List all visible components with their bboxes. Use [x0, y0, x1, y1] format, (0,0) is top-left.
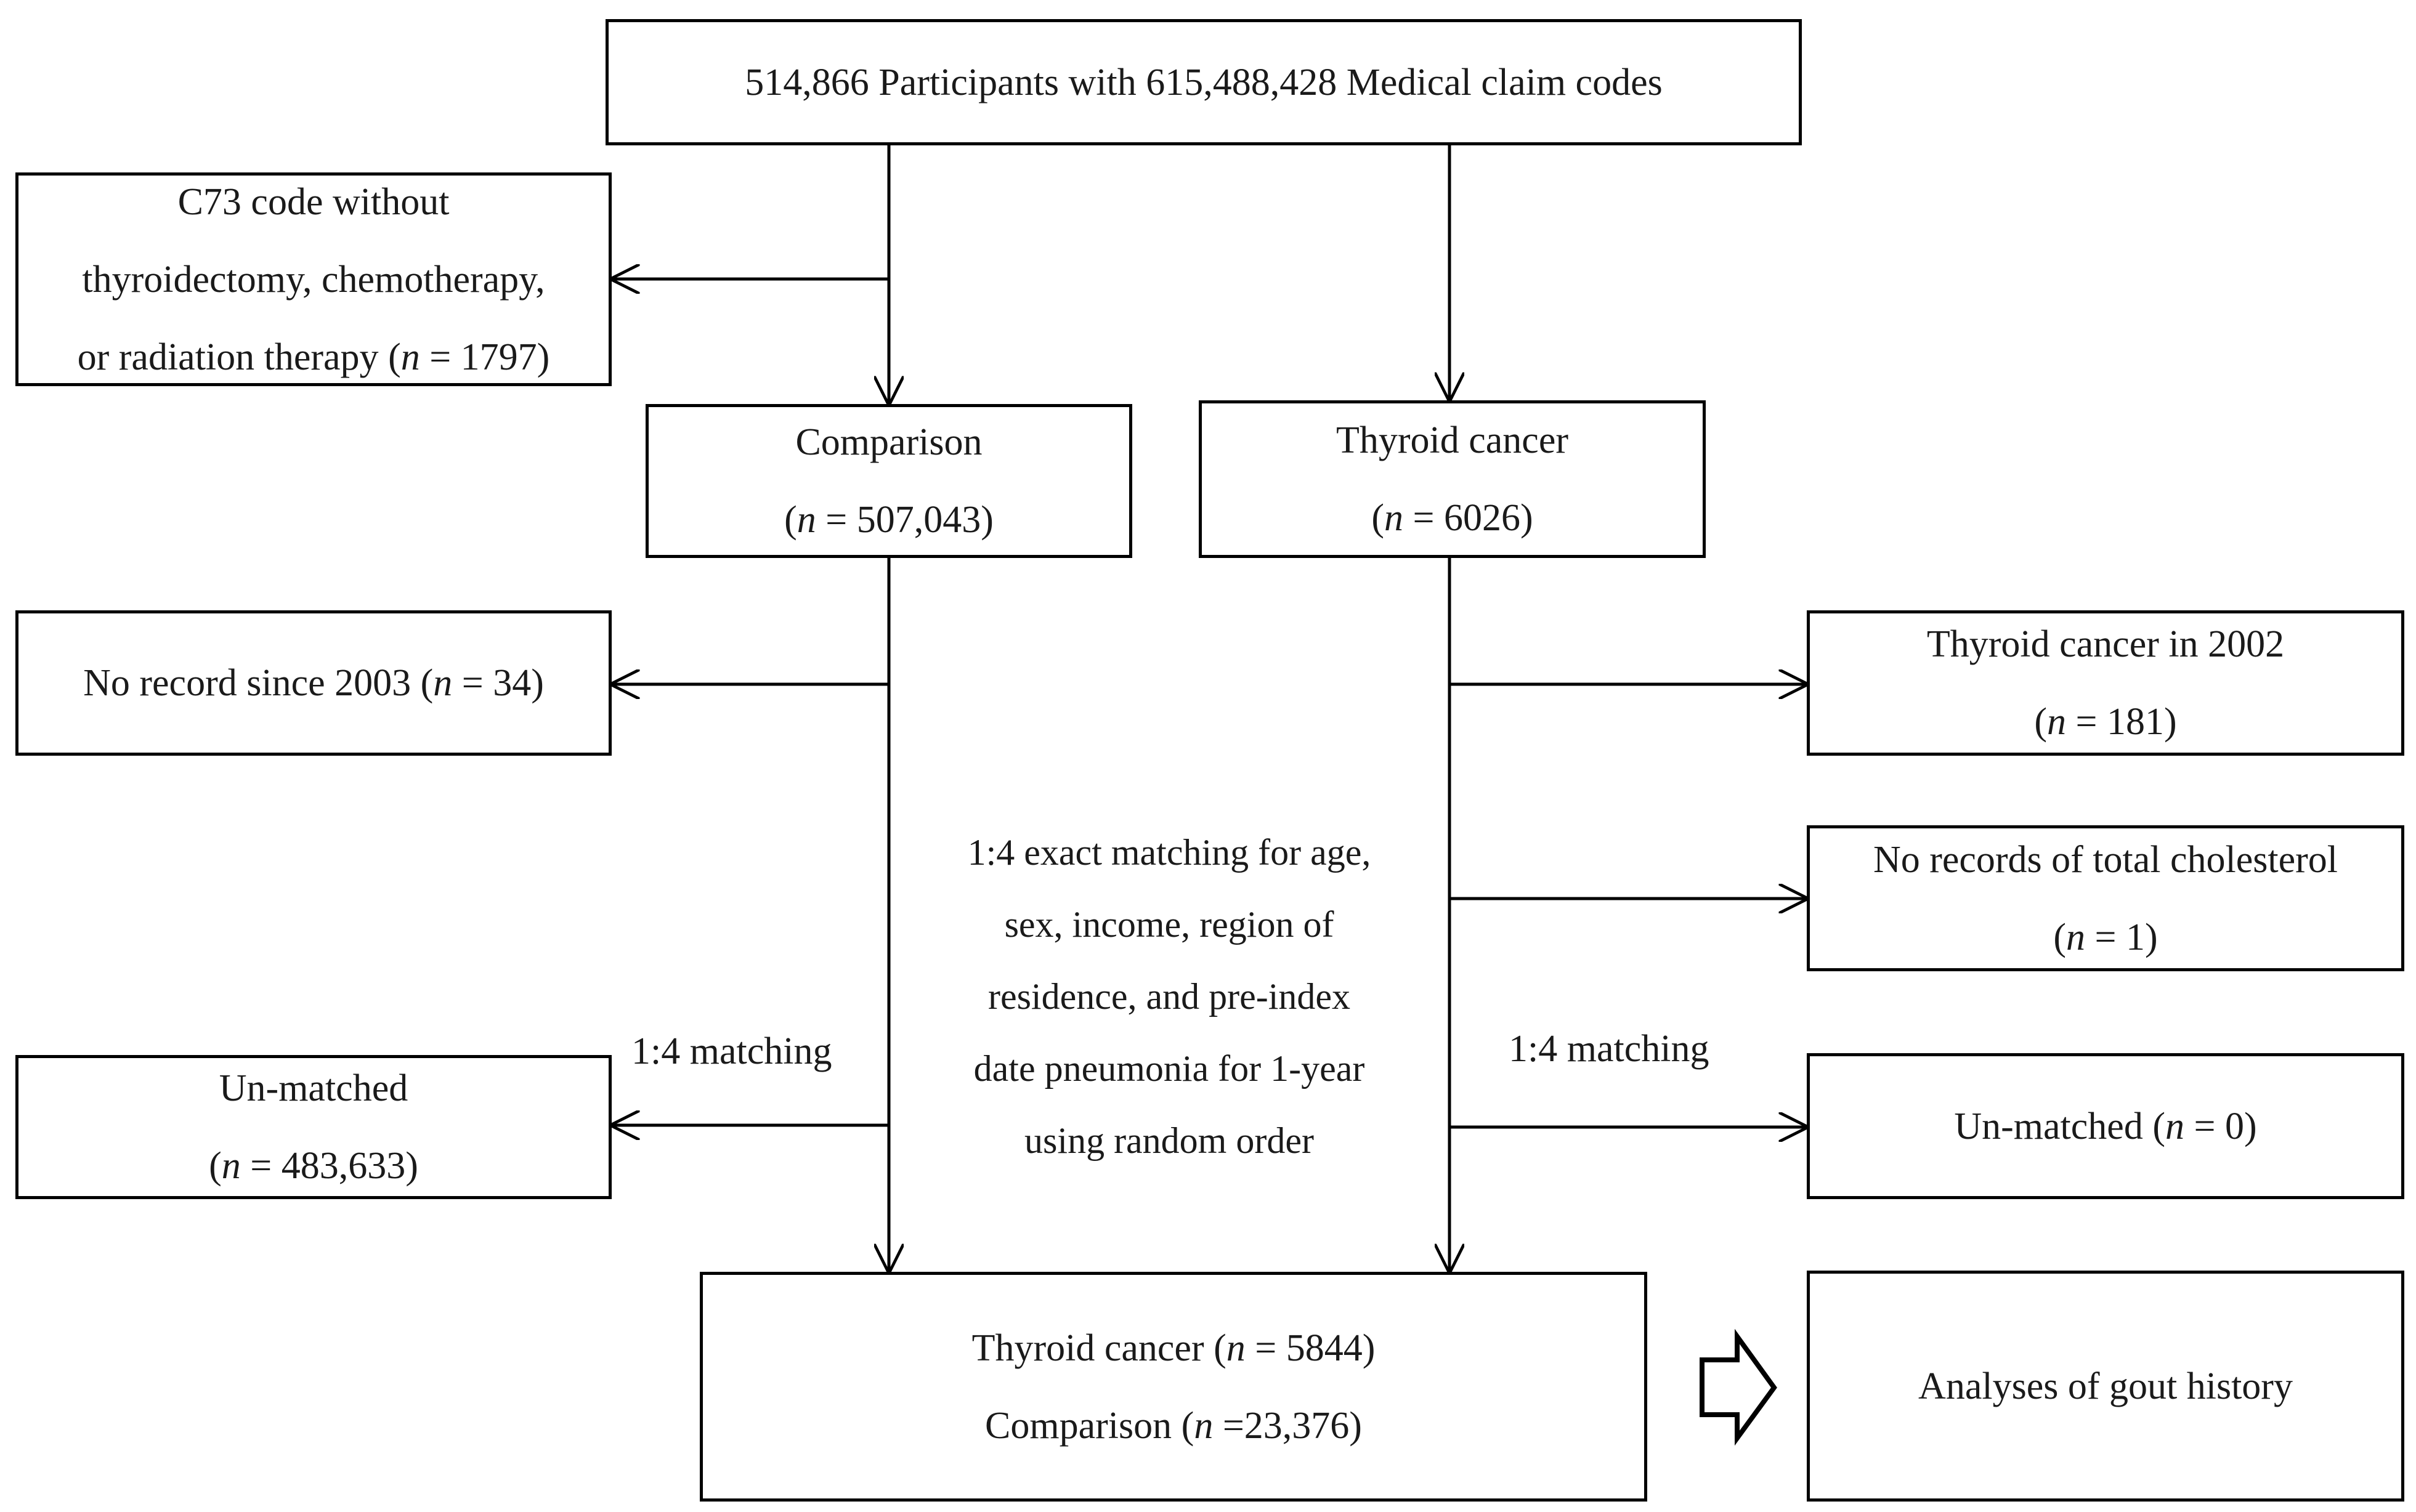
box-line: Comparison (n =23,376): [985, 1404, 1362, 1447]
box-line: C73 code without: [177, 180, 450, 223]
box-line: 514,866 Participants with 615,488,428 Me…: [745, 61, 1663, 103]
box-line: Thyroid cancer in 2002: [1926, 623, 2285, 665]
box-line: Thyroid cancer: [1336, 419, 1568, 461]
box-participants: 514,866 Participants with 615,488,428 Me…: [606, 19, 1802, 145]
box-unmatched-thyroid: Un-matched (n = 0): [1807, 1053, 2404, 1199]
note-line: using random order: [1024, 1120, 1314, 1161]
box-line: or radiation therapy (n = 1797): [77, 336, 550, 378]
box-line: Comparison: [795, 421, 983, 463]
box-thyroid-2002: Thyroid cancer in 2002 (n = 181): [1807, 610, 2404, 756]
note-line: 1:4 exact matching for age,: [967, 832, 1371, 873]
box-unmatched-comparison: Un-matched (n = 483,633): [15, 1055, 612, 1199]
note-line: date pneumonia for 1-year: [973, 1048, 1365, 1089]
box-line: (n = 6026): [1371, 497, 1533, 539]
box-no-record-2003: No record since 2003 (n = 34): [15, 610, 612, 756]
box-analysis: Analyses of gout history: [1807, 1271, 2404, 1502]
box-line: (n = 1): [2053, 916, 2158, 958]
box-line: thyroidectomy, chemotherapy,: [82, 258, 545, 301]
box-excluded-c73: C73 code without thyroidectomy, chemothe…: [15, 172, 612, 386]
box-line: Thyroid cancer (n = 5844): [971, 1327, 1376, 1369]
box-no-cholesterol: No records of total cholesterol (n = 1): [1807, 825, 2404, 971]
matching-note: 1:4 exact matching for age, sex, income,…: [898, 817, 1440, 1177]
block-arrow-icon: [1700, 1328, 1777, 1446]
box-comparison: Comparison (n = 507,043): [646, 404, 1132, 558]
note-line: sex, income, region of: [1004, 904, 1334, 945]
box-line: No record since 2003 (n = 34): [83, 662, 544, 704]
note-line: residence, and pre-index: [987, 976, 1351, 1017]
box-line: (n = 181): [2034, 701, 2177, 743]
box-line: No records of total cholesterol: [1873, 838, 2338, 881]
box-line: (n = 507,043): [784, 499, 994, 541]
box-final-cohort: Thyroid cancer (n = 5844) Comparison (n …: [700, 1272, 1647, 1502]
box-thyroid-cancer: Thyroid cancer (n = 6026): [1199, 400, 1706, 558]
matching-label-right: 1:4 matching: [1509, 1028, 1709, 1070]
matching-label-left: 1:4 matching: [631, 1030, 832, 1072]
box-line: (n = 483,633): [209, 1145, 418, 1187]
box-line: Un-matched: [219, 1067, 408, 1109]
box-line: Un-matched (n = 0): [1954, 1105, 2257, 1147]
box-line: Analyses of gout history: [1918, 1365, 2293, 1407]
